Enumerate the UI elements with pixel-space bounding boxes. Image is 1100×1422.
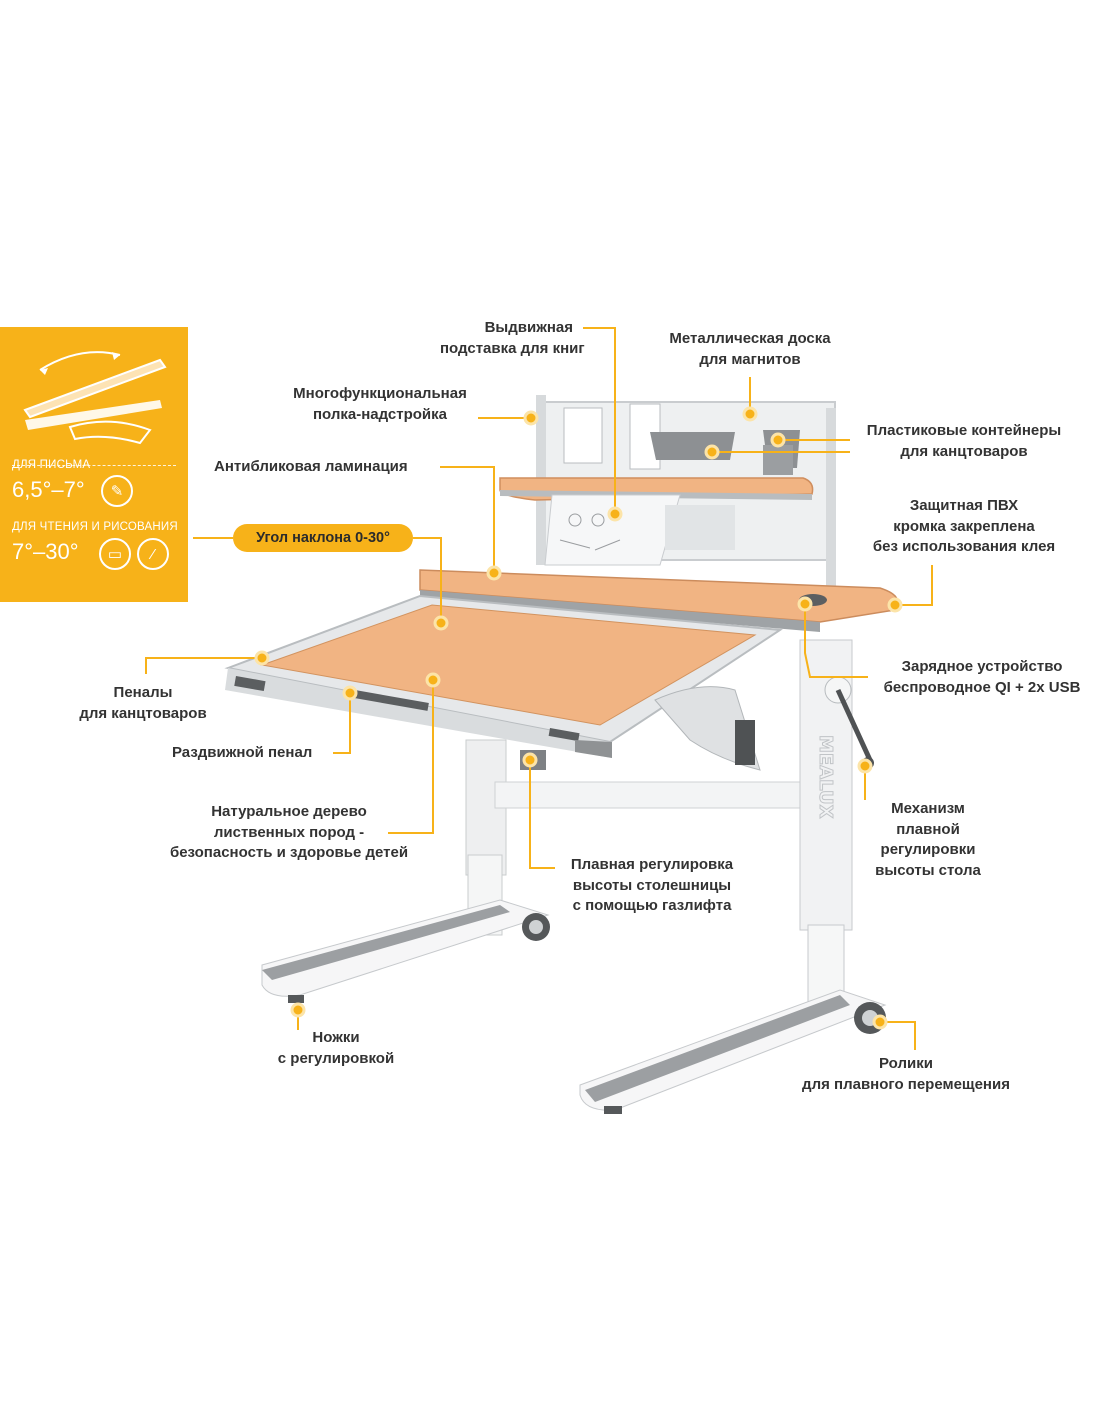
brand-mealux: MEALUX bbox=[815, 735, 836, 819]
writing-angle: 6,5°–7° bbox=[12, 477, 85, 502]
label-sliding-case: Раздвижной пенал bbox=[172, 744, 313, 761]
writing-caption: ДЛЯ ПИСЬМА bbox=[12, 459, 91, 471]
reading-caption: ДЛЯ ЧТЕНИЯ И РИСОВАНИЯ bbox=[12, 521, 178, 533]
book-icon: ▭ bbox=[99, 538, 131, 570]
left-leg bbox=[261, 739, 806, 1003]
tilt-angle-badge: Угол наклона 0-30° bbox=[233, 524, 413, 552]
tabletop-tilt-sketch bbox=[23, 351, 167, 445]
reading-angle: 7°–30° bbox=[12, 539, 79, 564]
tilted-tabletop bbox=[224, 594, 783, 758]
leader-dots bbox=[254, 406, 903, 1030]
book-stand bbox=[544, 494, 735, 566]
pen-icon: ✎ bbox=[101, 475, 133, 507]
tilt-info-panel: ДЛЯ ПИСЬМА 6,5°–7° ✎ ДЛЯ ЧТЕНИЯ И РИСОВА… bbox=[0, 327, 188, 602]
tilt-mechanism bbox=[654, 686, 761, 771]
panel-divider bbox=[12, 465, 176, 466]
leader-lines bbox=[145, 327, 933, 1050]
right-leg: MEALUX bbox=[579, 639, 887, 1114]
brush-icon: ⁄ bbox=[137, 538, 169, 570]
label-anti-glare: Антибликовая ламинация bbox=[214, 458, 408, 475]
